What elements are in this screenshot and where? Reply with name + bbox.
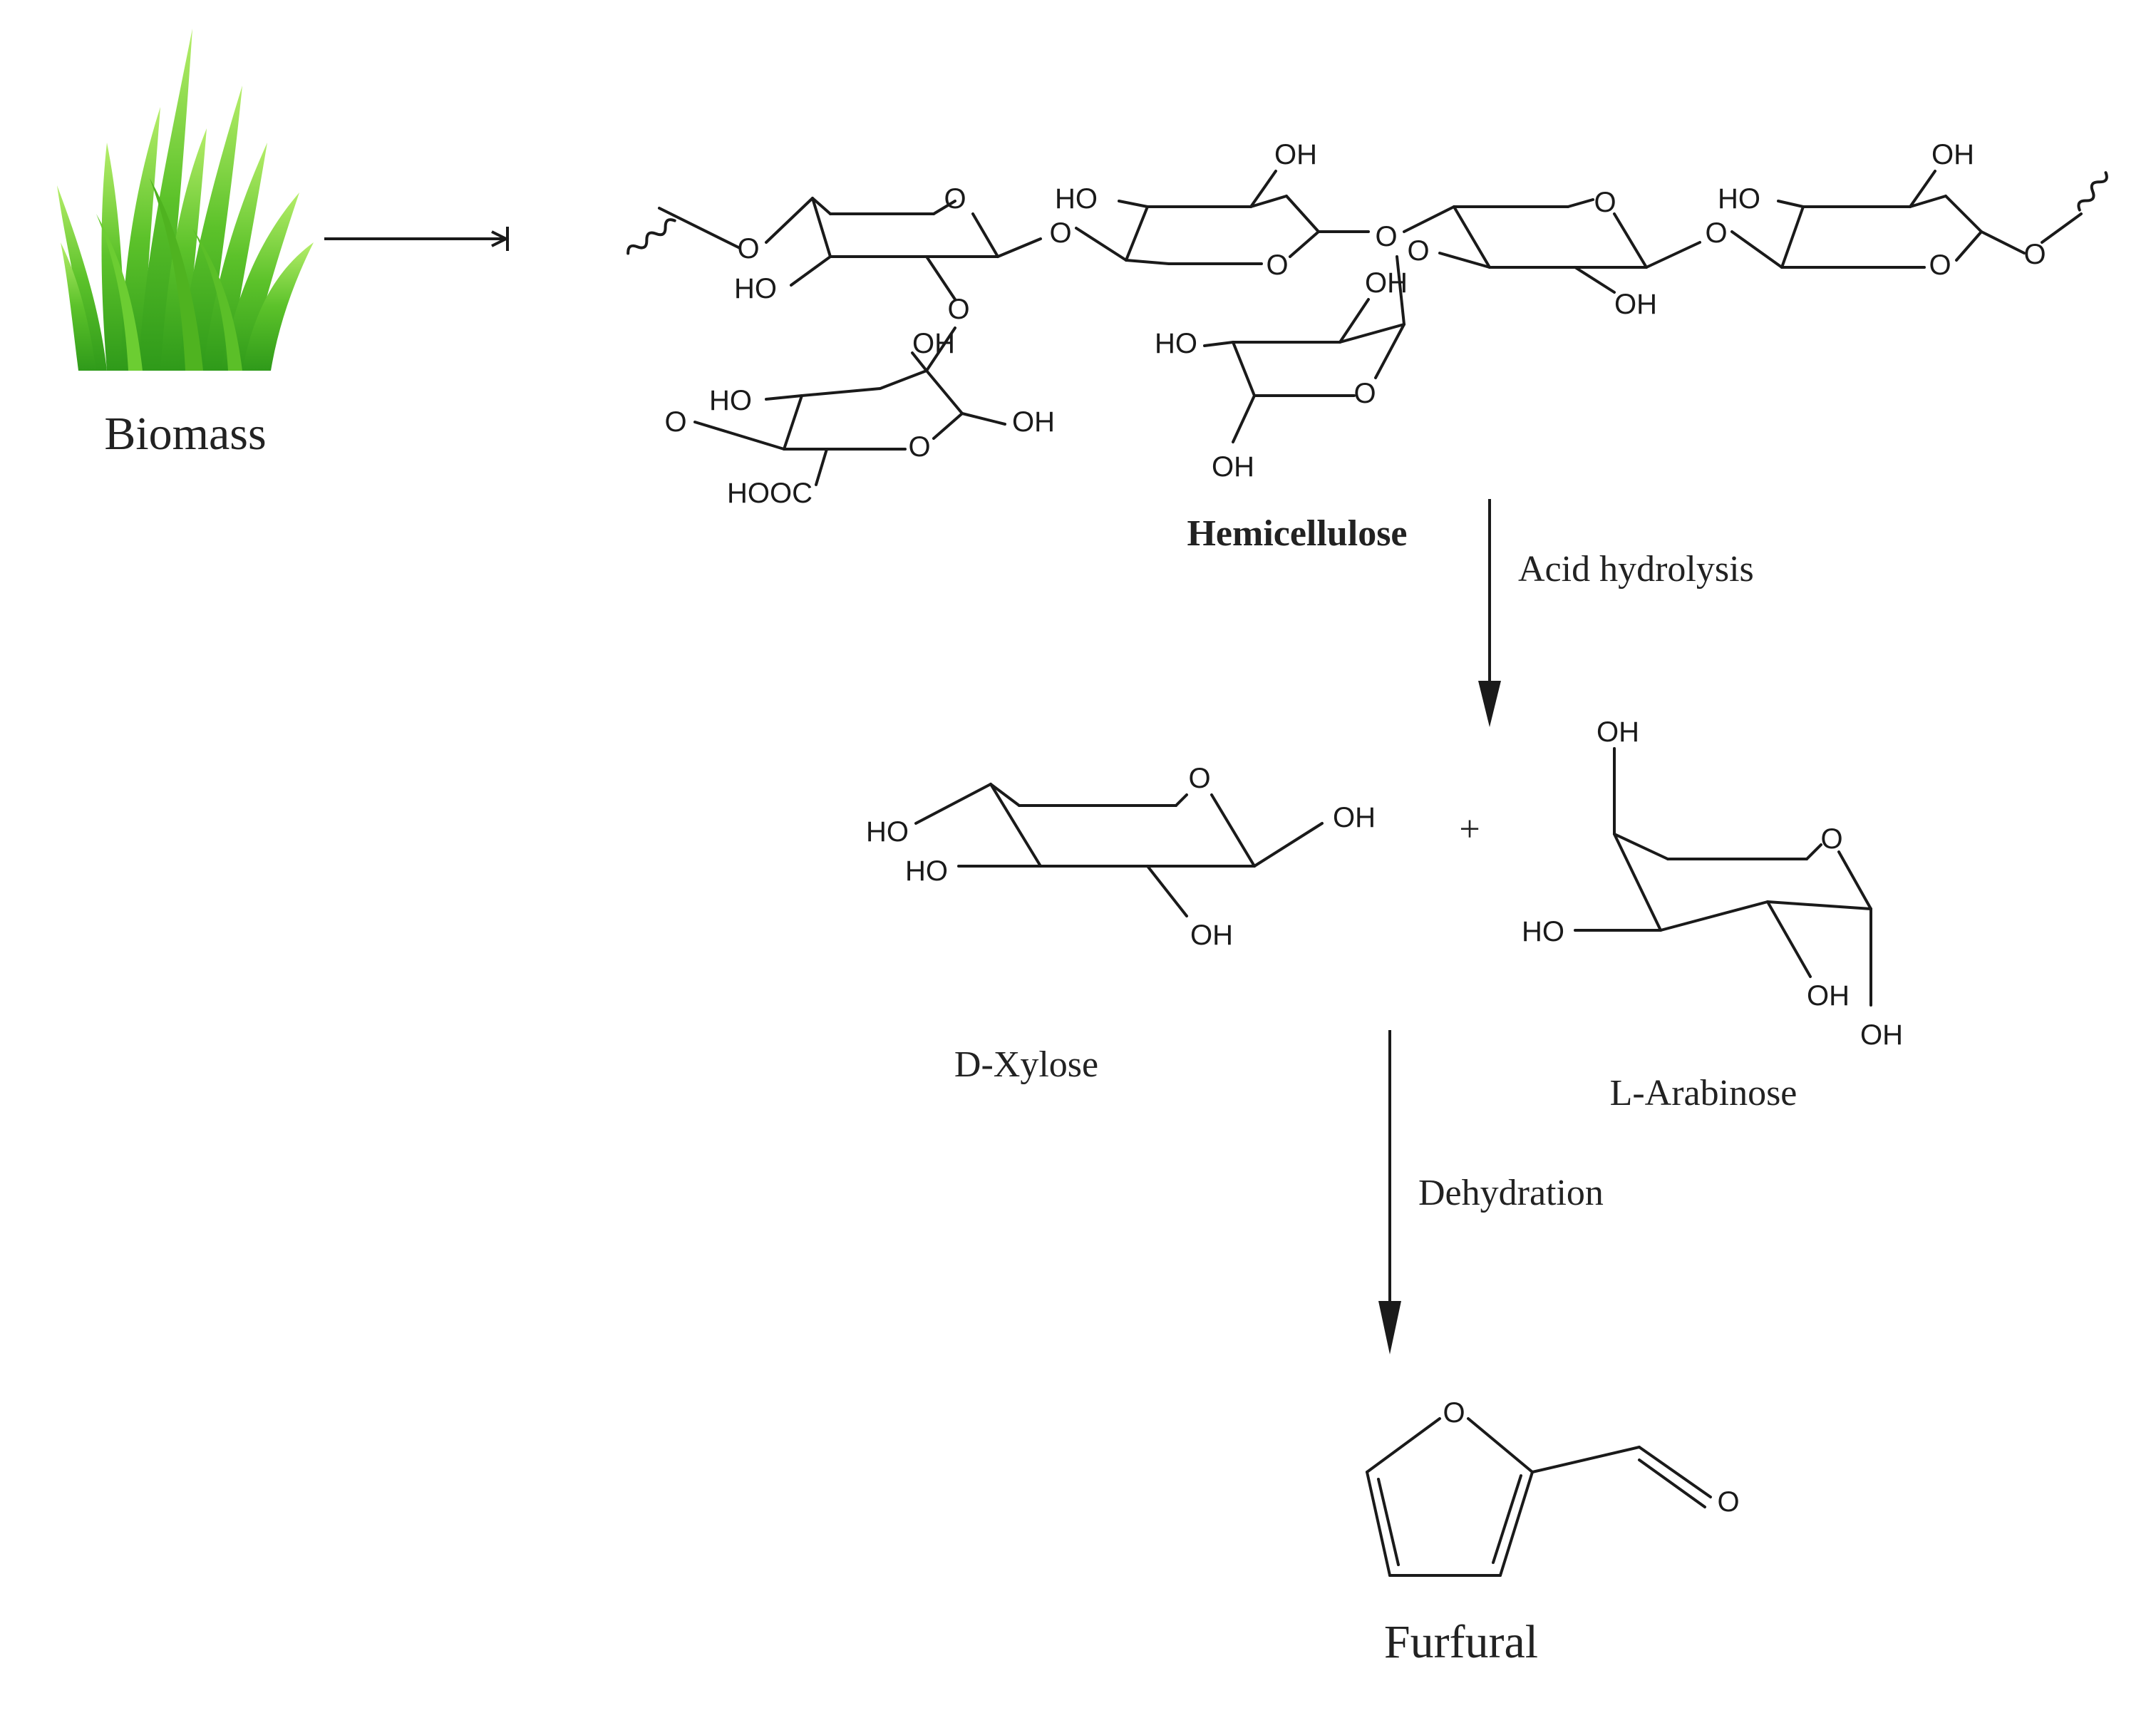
svg-text:OH: OH (1212, 451, 1254, 483)
svg-text:OH: OH (1860, 1019, 1903, 1051)
svg-text:HO: HO (1522, 916, 1564, 947)
d-xylose-structure (914, 783, 1324, 917)
svg-text:O: O (1266, 250, 1288, 281)
svg-text:OH: OH (1597, 716, 1639, 748)
svg-text:OH: OH (1807, 980, 1850, 1012)
l-arabinose-structure (1574, 747, 1872, 1007)
svg-text:O: O (947, 294, 969, 325)
svg-text:O: O (944, 183, 966, 215)
grass-icon (57, 29, 314, 371)
svg-text:HOOC: HOOC (727, 478, 813, 509)
svg-text:OH: OH (1614, 289, 1657, 320)
svg-text:HO: HO (905, 855, 948, 887)
arrow-dehydration (1378, 1030, 1401, 1354)
svg-text:O: O (1375, 221, 1397, 252)
dehydration-label: Dehydration (1418, 1173, 1604, 1213)
svg-text:OH: OH (1333, 802, 1376, 833)
svg-text:OH: OH (912, 328, 955, 359)
arrow-biomass-to-hemicellulose (324, 227, 510, 251)
svg-text:O: O (1717, 1486, 1739, 1518)
svg-text:O: O (1594, 187, 1616, 218)
arrow-acid-hydrolysis (1478, 499, 1501, 727)
svg-text:O: O (737, 233, 759, 264)
svg-text:OH: OH (1012, 406, 1055, 438)
l-arabinose-atom-labels: OH O HO OH OH (1522, 716, 1903, 1051)
svg-text:HO: HO (1055, 183, 1098, 215)
svg-text:O: O (2023, 239, 2046, 270)
svg-text:OH: OH (1931, 139, 1974, 170)
svg-text:OH: OH (1274, 139, 1317, 170)
plus-sign: + (1459, 809, 1480, 850)
svg-text:O: O (1353, 378, 1376, 409)
furfural-atom-labels: O O (1443, 1397, 1739, 1518)
svg-text:O: O (1929, 250, 1951, 281)
biomass-label: Biomass (104, 408, 266, 460)
svg-text:O: O (664, 406, 686, 438)
hemicellulose-atom-labels: O O HO O O HO OH O O O O OH O HO OH O O … (664, 139, 2046, 509)
svg-text:O: O (1820, 823, 1842, 855)
svg-text:O: O (1049, 217, 1071, 249)
svg-text:HO: HO (1155, 328, 1197, 359)
svg-text:HO: HO (866, 816, 909, 848)
svg-text:HO: HO (734, 273, 777, 304)
svg-text:O: O (1443, 1397, 1465, 1429)
furfural-structure (1366, 1417, 1712, 1577)
svg-text:O: O (1188, 763, 1210, 794)
svg-text:O: O (1705, 217, 1727, 249)
furfural-label: Furfural (1384, 1616, 1538, 1668)
svg-text:O: O (1407, 235, 1429, 267)
hemicellulose-label: Hemicellulose (1187, 513, 1407, 554)
acid-hydrolysis-label: Acid hydrolysis (1518, 549, 1754, 590)
svg-text:HO: HO (709, 385, 752, 416)
l-arabinose-label: L-Arabinose (1610, 1073, 1797, 1113)
d-xylose-label: D-Xylose (954, 1044, 1098, 1085)
d-xylose-atom-labels: HO HO O OH OH (866, 763, 1376, 951)
hemicellulose-structure (626, 170, 2108, 486)
svg-text:O: O (908, 431, 930, 463)
svg-text:HO: HO (1718, 183, 1760, 215)
svg-text:OH: OH (1190, 920, 1233, 951)
svg-text:OH: OH (1365, 267, 1408, 299)
